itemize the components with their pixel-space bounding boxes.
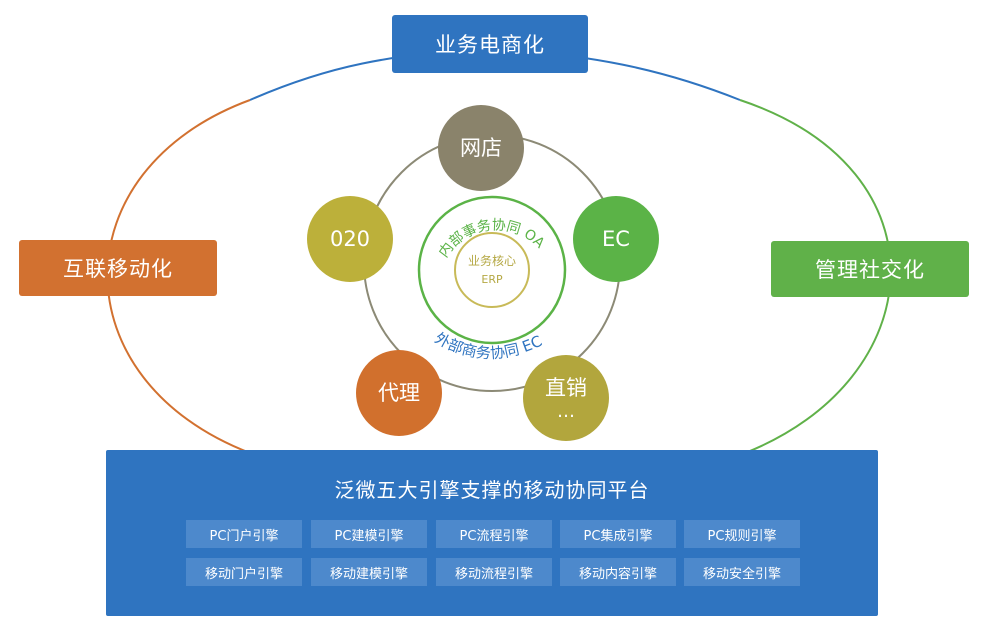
business-ecommerce-box: 业务电商化 [392,15,588,73]
engine-mobile-content: 移动内容引擎 [560,558,676,586]
core-title: 业务核心 [467,253,516,268]
node-online-store-label: 网店 [460,135,502,160]
platform-title: 泛微五大引擎支撑的移动协同平台 [334,478,650,502]
engine-pc-modeling: PC建模引擎 [311,520,427,548]
engine-mobile-security: 移动安全引擎 [684,558,800,586]
node-o2o: 020 [307,196,393,282]
node-ec-label: EC [602,226,630,251]
engine-pc-integration: PC集成引擎 [560,520,676,548]
core-subtitle: ERP [481,272,503,286]
engine-mobile-portal: 移动门户引擎 [186,558,302,586]
engine-pc-portal: PC门户引擎 [186,520,302,548]
node-agent-label: 代理 [378,380,420,405]
engine-mobile-workflow: 移动流程引擎 [436,558,552,586]
node-direct-sales-more: … [557,401,575,423]
node-direct-sales: 直销 … [523,355,609,441]
node-direct-sales-label: 直销 [545,375,587,400]
node-online-store: 网店 [438,105,524,191]
node-o2o-label: 020 [329,226,371,251]
internet-mobile-box: 互联移动化 [19,240,217,296]
engine-pc-rules: PC规则引擎 [684,520,800,548]
node-agent: 代理 [356,350,442,436]
node-ec: EC [573,196,659,282]
engine-mobile-modeling: 移动建模引擎 [311,558,427,586]
management-social-box: 管理社交化 [771,241,969,297]
platform-panel: 泛微五大引擎支撑的移动协同平台 PC门户引擎 PC建模引擎 PC流程引擎 PC集… [106,450,878,616]
core-erp-circle: 业务核心 ERP [454,232,530,308]
engine-pc-workflow: PC流程引擎 [436,520,552,548]
inner-oa-ring [417,195,567,345]
